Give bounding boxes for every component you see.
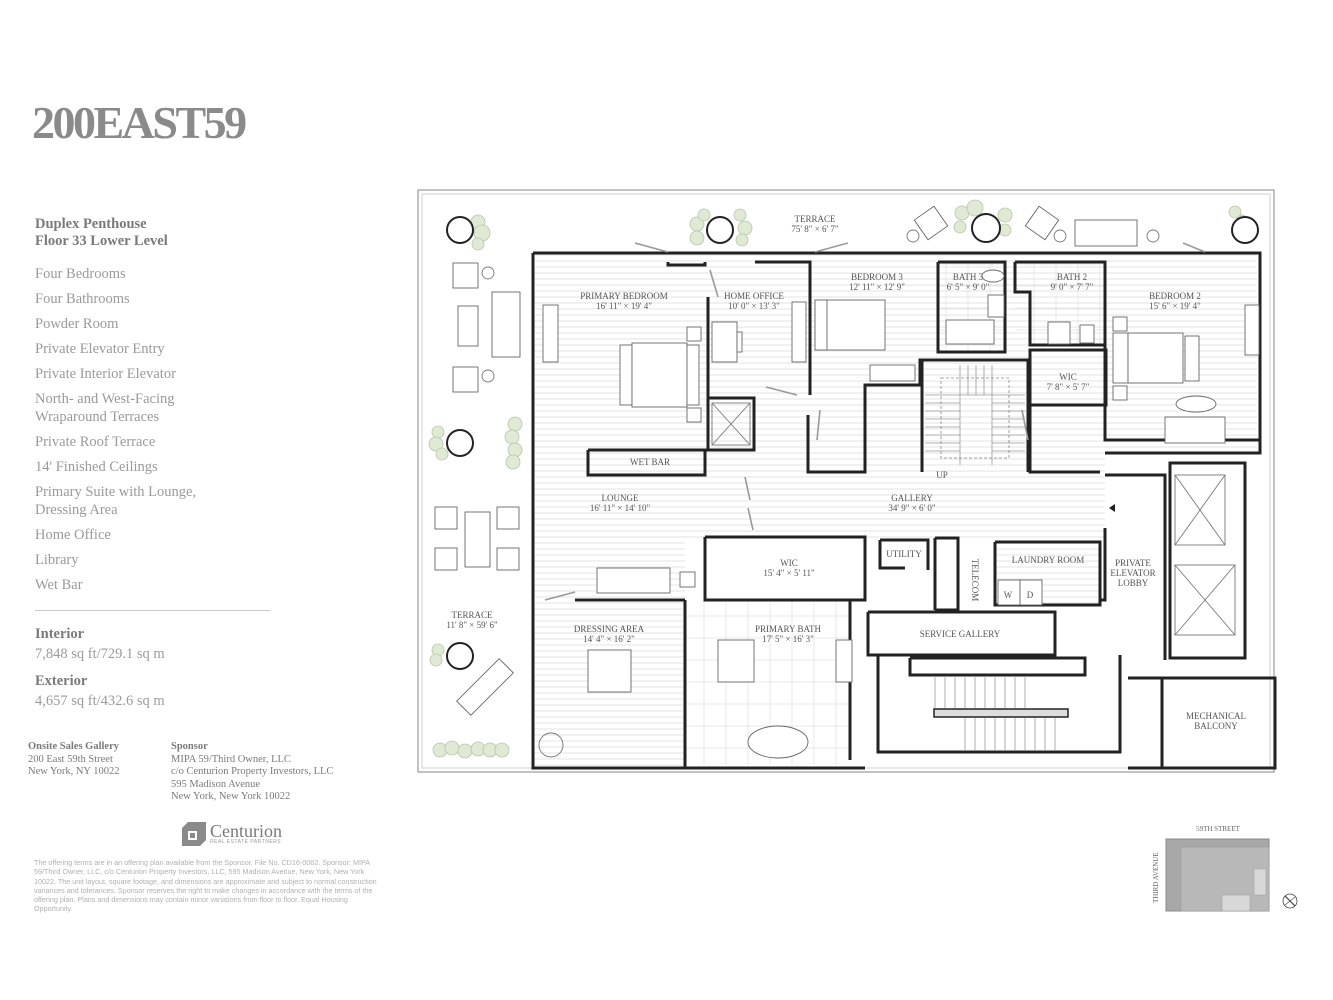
planters (428, 199, 1248, 759)
sales-gallery-address1: 200 East 59th Street (28, 753, 113, 765)
stair-treads (925, 365, 1025, 465)
unit-title-line2: Floor 33 Lower Level (35, 233, 168, 249)
key-plan-street-top: 59TH STREET (1196, 825, 1240, 833)
sponsor-block: Sponsor MIPA 59/Third Owner, LLC c/o Cen… (171, 741, 333, 804)
utility-label: UTILITY (886, 549, 922, 559)
interior-value: 7,848 sq ft/729.1 sq m (35, 646, 165, 662)
feature-item: Four Bedrooms (35, 266, 126, 282)
feature-item: Four Bathrooms (35, 291, 130, 308)
interior-floor-hatching (535, 253, 1257, 768)
unit-title: Duplex Penthouse Floor 33 Lower Level (35, 216, 168, 250)
stair-up-label: UP (936, 470, 948, 480)
dressing-area-label: DRESSING AREA (574, 624, 645, 634)
key-plan: 59TH STREET THIRD AVENUE (1152, 825, 1298, 912)
elevator-lobby-line3: LOBBY (1118, 578, 1149, 588)
sponsor-line2: c/o Centurion Property Investors, LLC (171, 766, 334, 777)
wic-small-dims: 7' 8" × 5' 7" (1047, 382, 1090, 392)
exterior-label: Exterior (35, 673, 88, 689)
mechanical-balcony-line2: BALCONY (1194, 721, 1238, 731)
centurion-name: Centurion (210, 821, 282, 841)
primary-bedroom-dims: 16' 11" × 19' 4" (596, 301, 652, 311)
primary-bedroom-label: PRIMARY BEDROOM (580, 291, 667, 301)
building-logo: 200EAST59 (32, 97, 247, 148)
lounge-label: LOUNGE (602, 493, 639, 503)
section-divider (35, 610, 270, 611)
walls (531, 251, 1277, 770)
home-office-label: HOME OFFICE (724, 291, 784, 301)
side-tables (481, 229, 1160, 758)
furniture (434, 219, 1260, 759)
bath-2-dims: 9' 0" × 7' 7" (1051, 282, 1094, 292)
feature-item: Private Roof Terrace (35, 434, 156, 451)
entry-arrow-icon (1109, 504, 1115, 512)
sales-gallery-block: Onsite Sales Gallery 200 East 59th Stree… (28, 741, 120, 779)
gallery-label: GALLERY (891, 493, 933, 503)
bath-2-label: BATH 2 (1057, 272, 1087, 282)
wet-bar-label: WET BAR (630, 457, 670, 467)
dryer-label: D (1027, 590, 1034, 600)
primary-bath-dims: 17' 5" × 16' 3" (762, 634, 814, 644)
telecom-label: TELECOM (970, 559, 980, 602)
features-list: Four Bedrooms Four Bathrooms Powder Room… (35, 266, 275, 602)
centurion-tagline: REAL ESTATE PARTNERS (210, 839, 282, 845)
room-labels: TERRACE 75' 8" × 6' 7" PRIMARY BEDROOM 1… (446, 214, 1246, 731)
elevator-lobby-line2: ELEVATOR (1110, 568, 1155, 578)
sales-gallery-heading: Onsite Sales Gallery (28, 741, 119, 752)
sales-gallery-address2: New York, NY 10022 (28, 766, 120, 777)
bath-3-label: BATH 3 (953, 272, 984, 282)
primary-bath-label: PRIMARY BATH (755, 624, 821, 634)
terrace-north-label: TERRACE (794, 214, 836, 224)
bath-3-dims: 6' 5" × 9' 0" (947, 282, 990, 292)
sponsor-line4: New York, New York 10022 (171, 791, 291, 802)
legal-disclaimer: The offering terms are in an offering pl… (34, 858, 377, 914)
dressing-area-dims: 14' 4" × 16' 2" (583, 634, 635, 644)
terrace-west-dims: 11' 8" × 59' 6" (446, 620, 498, 630)
bedroom-3-label: BEDROOM 3 (851, 272, 903, 282)
sponsor-line3: 595 Madison Avenue (171, 778, 261, 790)
elevator-lobby-line1: PRIVATE (1115, 558, 1151, 568)
centurion-logo: Centurion REAL ESTATE PARTNERS (182, 822, 282, 846)
elevators (711, 402, 1236, 636)
gallery-dims: 34' 9" × 6' 0" (888, 503, 935, 513)
sponsor-line1: MIPA 59/Third Owner, LLC (171, 753, 291, 765)
feature-item: Private Elevator Entry (35, 341, 165, 358)
feature-item: Powder Room (35, 316, 119, 333)
terrace-chairs (456, 205, 1060, 716)
terrace-north-dims: 75' 8" × 6' 7" (791, 224, 838, 234)
round-planters (446, 213, 1259, 670)
home-office-dims: 10' 0" × 13' 3" (728, 301, 780, 311)
washer-label: W (1004, 590, 1013, 600)
centurion-mark-icon (182, 822, 206, 846)
key-plan-street-side: THIRD AVENUE (1152, 852, 1160, 903)
feature-item: Primary Suite with Lounge, Dressing Area (35, 484, 197, 518)
interior-label: Interior (35, 626, 85, 642)
feature-item: Home Office (35, 526, 111, 543)
unit-title-line1: Duplex Penthouse (35, 216, 147, 232)
feature-item: Private Interior Elevator (35, 366, 176, 383)
feature-item: 14' Finished Ceilings (35, 459, 158, 476)
feature-item: Wet Bar (35, 577, 83, 594)
exterior-value: 4,657 sq ft/432.6 sq m (35, 693, 165, 709)
wic-small-label: WIC (1059, 372, 1077, 382)
terrace-west-label: TERRACE (451, 610, 493, 620)
north-arrow-icon (1282, 893, 1298, 909)
feature-item: North- and West-Facing Wraparound Terrac… (35, 391, 175, 425)
bedroom-2-dims: 15' 6" × 19' 4" (1149, 301, 1201, 311)
door-swings (544, 242, 1206, 601)
bedroom-2-label: BEDROOM 2 (1149, 291, 1201, 301)
sponsor-heading: Sponsor (171, 741, 208, 752)
wic-large-dims: 15' 4" × 5' 11" (763, 568, 815, 578)
bedroom-3-dims: 12' 11" × 12' 9" (849, 282, 905, 292)
service-stair-treads (934, 676, 1056, 750)
laundry-label: LAUNDRY ROOM (1012, 555, 1084, 565)
wic-large-label: WIC (780, 558, 798, 568)
lounge-dims: 16' 11" × 14' 10" (590, 503, 651, 513)
service-gallery-label: SERVICE GALLERY (920, 629, 1001, 639)
mechanical-balcony-line1: MECHANICAL (1186, 711, 1246, 721)
feature-item: Library (35, 551, 79, 568)
